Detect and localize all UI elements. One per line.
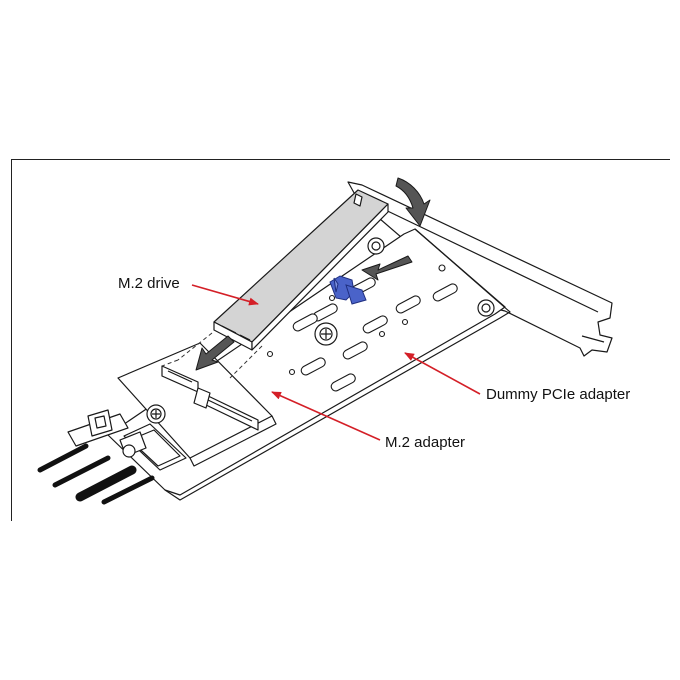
- latch-retainer-icon: [329, 275, 367, 305]
- cable-connector-block: [67, 409, 187, 471]
- m2-adapter-board: [117, 342, 277, 467]
- callout-m2-adapter: M.2 adapter: [385, 434, 466, 451]
- callout-leaders: [191, 284, 481, 441]
- callout-leader-dummy: [404, 352, 481, 395]
- callout-leader-drive: [191, 284, 259, 306]
- callout-leader-adapter: [271, 391, 381, 441]
- insertion-guide-lines: [161, 332, 263, 379]
- frame-left-border: [11, 159, 12, 521]
- callout-m2-drive: M.2 drive: [118, 275, 180, 292]
- callout-dummy-pcie-adapter: Dummy PCIe adapter: [486, 386, 631, 403]
- cables: [37, 443, 155, 505]
- arrow-icon: [195, 177, 431, 371]
- screw-icon: [122, 237, 495, 458]
- frame-top-border: [11, 159, 670, 160]
